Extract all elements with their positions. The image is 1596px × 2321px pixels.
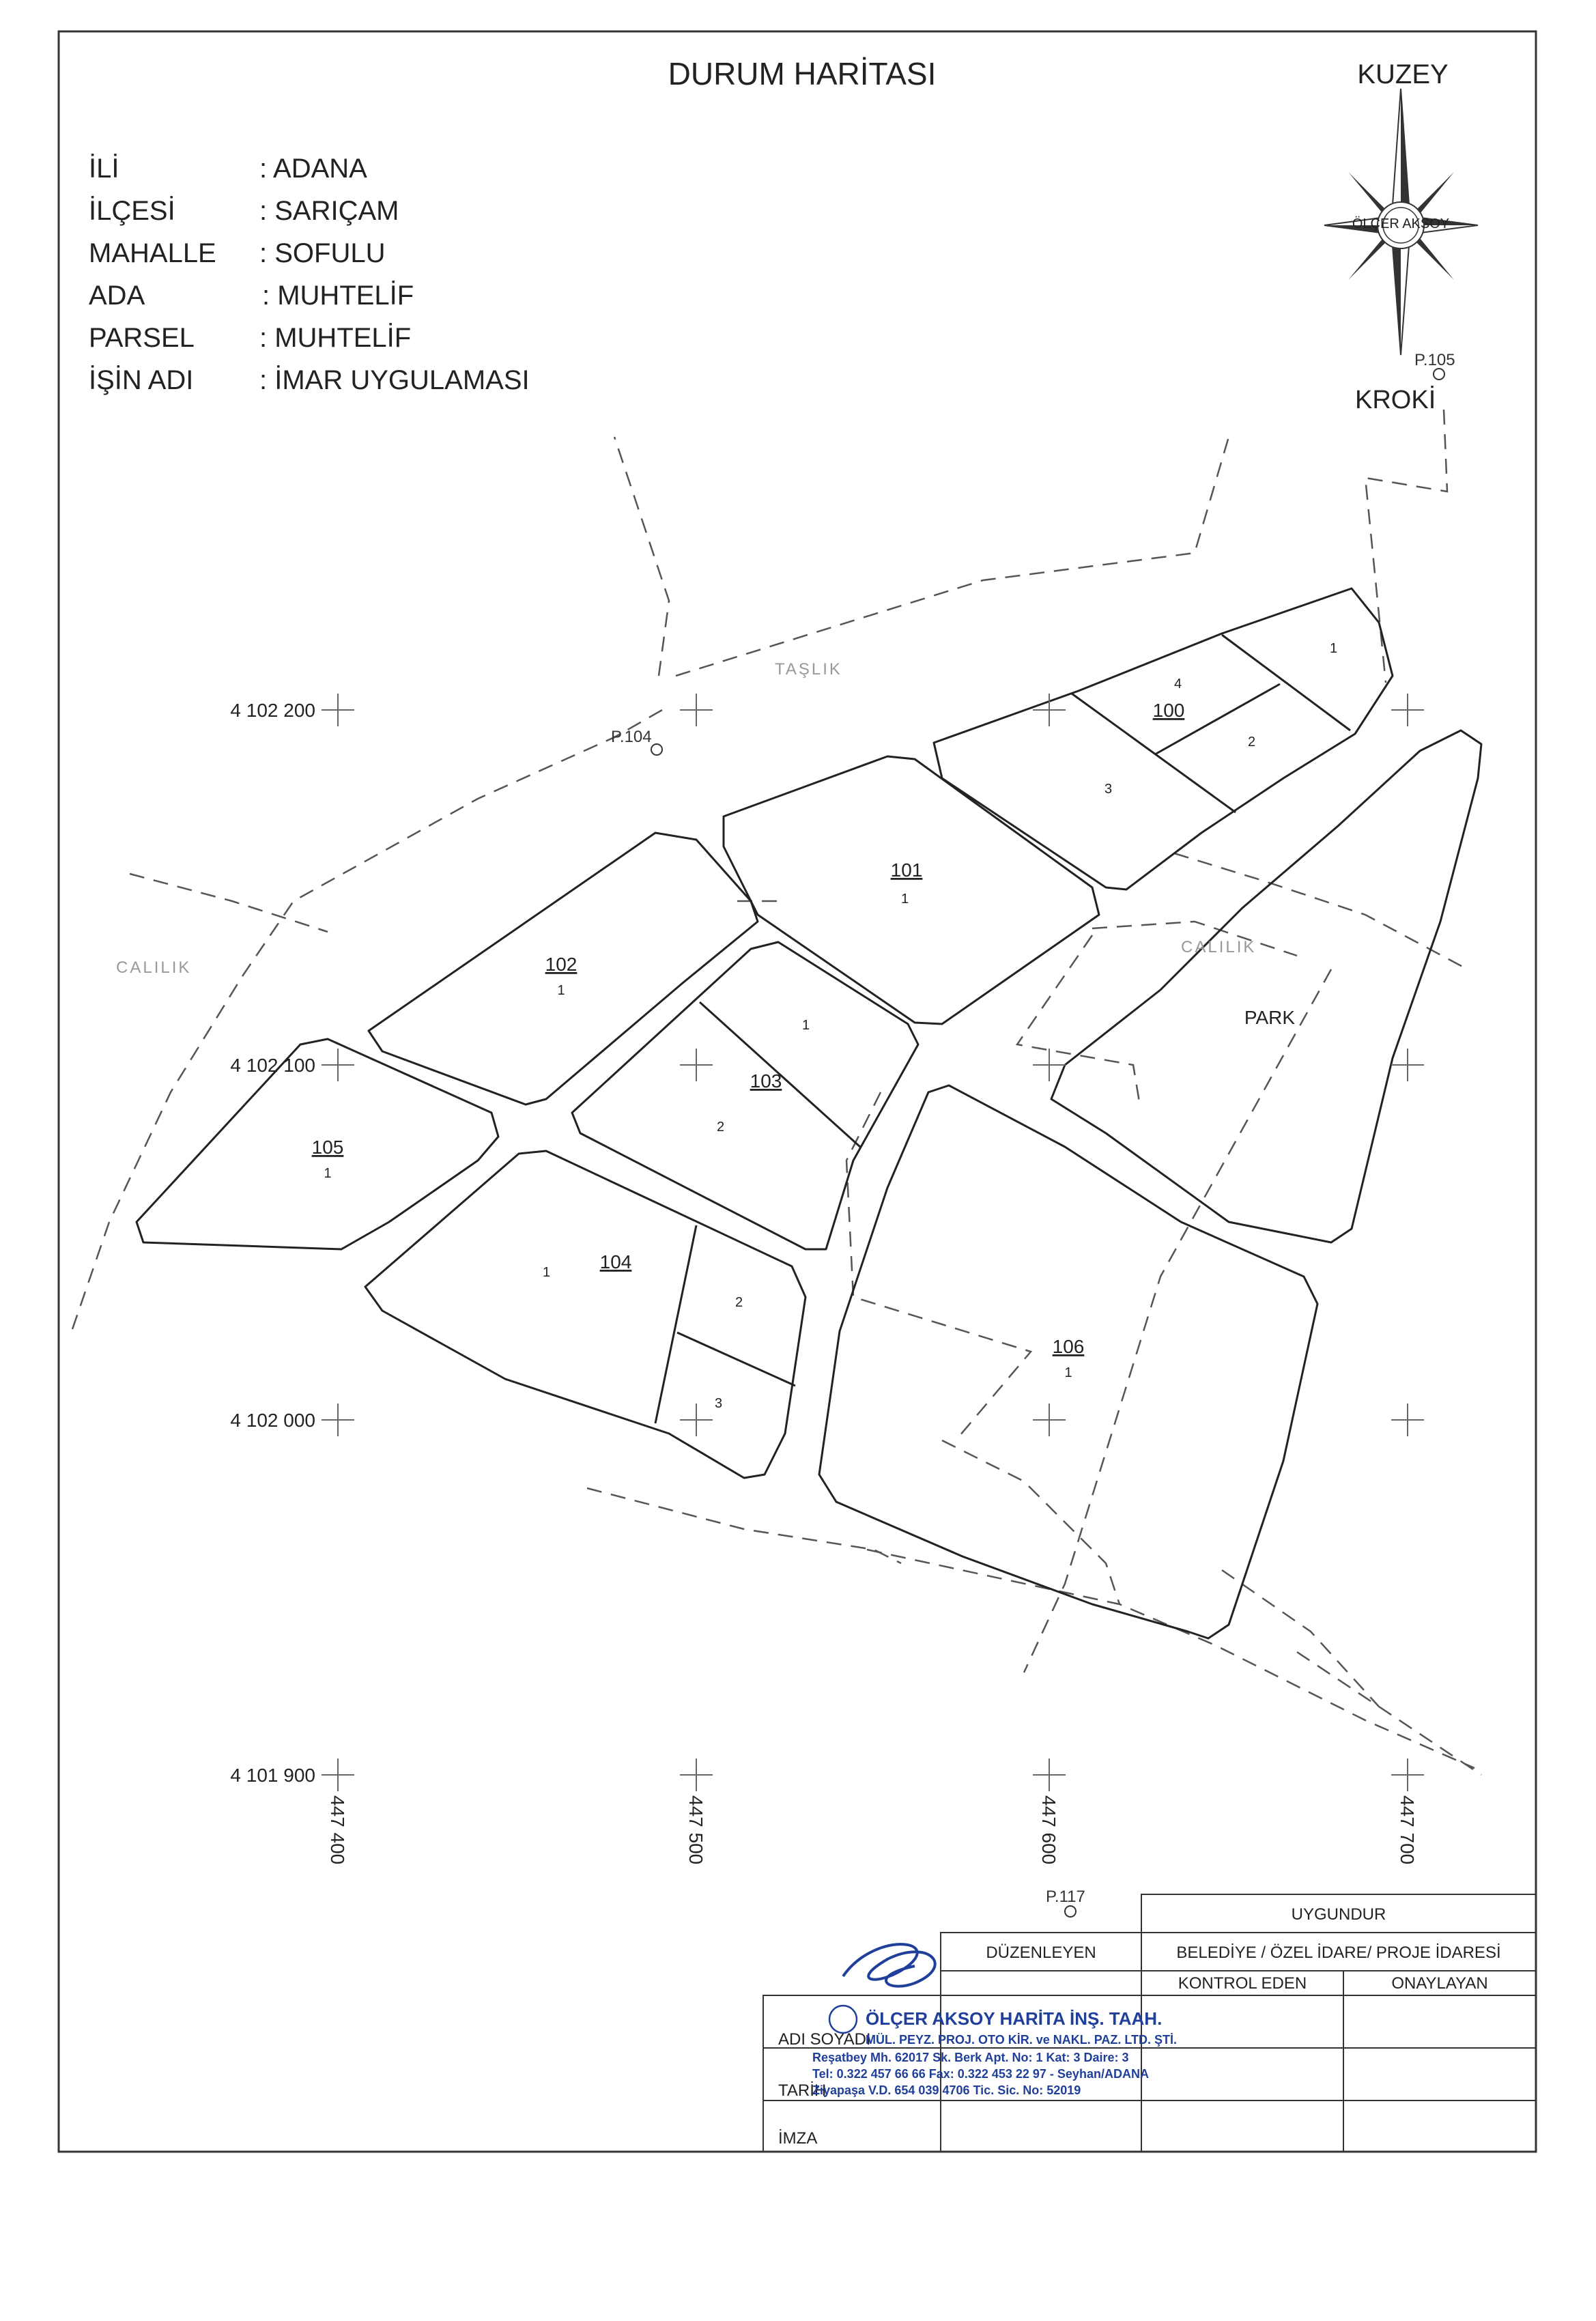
stamp-line-2: MÜL. PEYZ. PROJ. OTO KİR. ve NAKL. PAZ. …: [866, 2033, 1177, 2047]
field-value-parsel: : MUHTELİF: [259, 322, 411, 353]
stamp-line-5: Ziyapaşa V.D. 654 039 4706 Tic. Sic. No:…: [812, 2083, 1081, 2097]
easting-label-3: 447 600: [1038, 1795, 1059, 1864]
field-value-isin-adi: : İMAR UYGULAMASI: [259, 365, 530, 395]
grid-crosses: [322, 694, 1424, 1791]
easting-label-2: 447 500: [685, 1795, 707, 1864]
kroki-label: KROKİ: [1355, 385, 1436, 414]
header-fields: İLİ : ADANA İLÇESİ : SARIÇAM MAHALLE : S…: [89, 153, 530, 395]
field-key-mahalle: MAHALLE: [89, 238, 216, 268]
signature-icon: [842, 1943, 937, 1988]
compass-seal-text: ÖLÇER AKSOY: [1352, 216, 1449, 231]
duzenleyen-label: DÜZENLEYEN: [986, 1943, 1096, 1962]
ada-label-103: 103: [750, 1070, 782, 1092]
stamp-line-3: Reşatbey Mh. 62017 Sk. Berk Apt. No: 1 K…: [812, 2051, 1129, 2064]
parcel-label-104-2: 2: [735, 1295, 743, 1310]
parcel-label-100-2: 2: [1248, 735, 1255, 750]
uygundur-label: UYGUNDUR: [1292, 1905, 1386, 1924]
northing-label-2: 4 102 100: [230, 1055, 315, 1076]
ada-label-104: 104: [600, 1251, 632, 1272]
imza-label: İMZA: [778, 2129, 817, 2148]
field-key-parsel: PARSEL: [89, 323, 195, 353]
ada-label-105: 105: [312, 1137, 344, 1158]
field-value-il: : ADANA: [259, 154, 367, 184]
stamp-line-1: ÖLÇER AKSOY HARİTA İNŞ. TAAH.: [866, 2008, 1162, 2029]
belediye-label: BELEDİYE / ÖZEL İDARE/ PROJE İDARESİ: [1176, 1943, 1500, 1962]
map-title: DURUM HARİTASI: [668, 56, 937, 91]
place-name-calilik-right: CALILIK: [1181, 938, 1256, 956]
field-value-ilce: : SARIÇAM: [259, 196, 399, 226]
easting-label-1: 447 400: [327, 1795, 348, 1864]
company-stamp: ÖLÇER AKSOY HARİTA İNŞ. TAAH. MÜL. PEYZ.…: [812, 2004, 1177, 2097]
block-101[interactable]: 101 1: [722, 755, 1100, 1025]
park-block[interactable]: PARK: [1050, 729, 1483, 1244]
parcel-label-100-4: 4: [1174, 677, 1182, 692]
dashed-boundaries: [70, 409, 1482, 1776]
point-label-p105: P.105: [1414, 351, 1455, 369]
field-key-il: İLİ: [89, 153, 119, 184]
place-name-calilik-left: CALILIK: [116, 958, 191, 977]
stamp-line-4: Tel: 0.322 457 66 66 Fax: 0.322 453 22 9…: [812, 2067, 1149, 2081]
point-label-p104: P.104: [611, 728, 652, 746]
parcel-label-100-3: 3: [1105, 782, 1112, 797]
northing-label-1: 4 102 200: [230, 700, 315, 721]
block-106[interactable]: 106 1: [818, 1084, 1319, 1640]
survey-point-p104: P.104: [611, 728, 663, 756]
parcel-label-103-2: 2: [717, 1120, 724, 1135]
block-103[interactable]: 103 1 2: [571, 941, 920, 1251]
survey-point-p117: P.117: [1046, 1888, 1085, 1918]
block-102[interactable]: 102 1: [367, 831, 759, 1106]
parcel-label-102-1: 1: [557, 983, 565, 998]
north-label: KUZEY: [1357, 59, 1448, 89]
ada-label-101: 101: [891, 859, 923, 881]
ada-label-102: 102: [545, 954, 578, 975]
compass-rose-icon: KUZEY ÖLÇER AKSOY: [1324, 59, 1479, 356]
block-104[interactable]: 104 1 2 3: [364, 1150, 807, 1479]
easting-label-4: 447 700: [1397, 1795, 1418, 1864]
survey-point-p105: P.105: [1414, 351, 1455, 380]
point-label-p117: P.117: [1046, 1888, 1085, 1906]
field-value-mahalle: : SOFULU: [259, 238, 385, 268]
block-100[interactable]: 100 1 2 3 4: [932, 587, 1394, 891]
onaylayan-label: ONAYLAYAN: [1391, 1974, 1487, 1993]
block-105[interactable]: 105 1: [135, 1038, 500, 1251]
parcel-label-104-3: 3: [715, 1396, 722, 1411]
tarih-label: TARİH: [778, 2081, 826, 2100]
place-name-taslik: TAŞLIK: [775, 660, 842, 679]
northing-label-3: 4 102 000: [230, 1410, 315, 1431]
park-label: PARK: [1244, 1007, 1295, 1028]
kontrol-eden-label: KONTROL EDEN: [1178, 1974, 1307, 1993]
ada-label-100: 100: [1153, 700, 1185, 721]
field-key-isin-adi: İŞİN ADI: [89, 365, 193, 395]
stamp-logo-icon: [828, 2004, 858, 2034]
parcel-label-103-1: 1: [802, 1018, 810, 1033]
parcel-label-101-1: 1: [901, 892, 909, 907]
parcel-label-100-1: 1: [1330, 641, 1337, 656]
field-key-ada: ADA: [89, 281, 145, 311]
field-key-ilce: İLÇESİ: [89, 195, 175, 226]
parcel-label-104-1: 1: [543, 1265, 550, 1280]
parcel-label-106-1: 1: [1064, 1365, 1072, 1380]
field-value-ada: : MUHTELİF: [262, 280, 414, 311]
parcel-label-105-1: 1: [324, 1166, 331, 1181]
adi-soyadi-label: ADI SOYADI: [778, 2030, 871, 2049]
ada-label-106: 106: [1053, 1336, 1085, 1357]
title-block: UYGUNDUR DÜZENLEYEN BELEDİYE / ÖZEL İDAR…: [763, 1894, 1537, 2152]
northing-label-4: 4 101 900: [230, 1765, 315, 1786]
